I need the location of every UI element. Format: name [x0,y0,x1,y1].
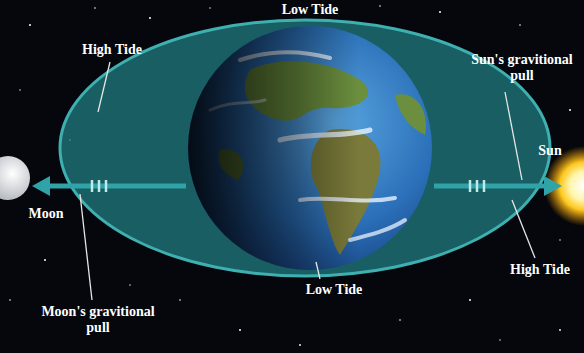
tide-label: High Tide [510,262,570,278]
gravity-arrows [32,176,562,196]
tide-label: High Tide [82,42,142,58]
tide-label: Low Tide [306,282,363,298]
earth [188,26,432,270]
tide-label: Moon [29,206,64,222]
leader-lines [80,62,535,300]
moon [0,156,30,200]
tide-label: Sun [538,143,561,159]
tide-label: Sun's gravitional pull [468,52,576,84]
tide-label: Moon's gravitional pull [41,304,155,336]
tide-label: Low Tide [282,2,339,18]
